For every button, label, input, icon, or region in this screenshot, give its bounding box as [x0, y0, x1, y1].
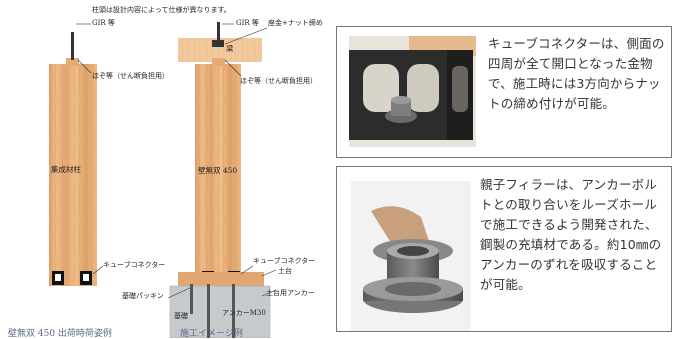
sill-leader: [261, 269, 277, 277]
left-connectors: [52, 271, 92, 285]
cube-connector-card: キューブコネクターは、側面の四周が全て開口となった金物で、施工時には3方向からナ…: [336, 26, 672, 158]
filler-card: 親子フィラーは、アンカーボルトとの取り合いをルーズホールで施工できるよう開発され…: [336, 166, 672, 332]
left-hozo-leader: [77, 59, 92, 74]
anchor-label: アンカーM30: [222, 309, 266, 317]
left-hozo-label: ほぞ等（せん断負担用）: [92, 72, 169, 80]
beam-washer: [212, 40, 224, 47]
fitting-leader: [224, 27, 268, 45]
anchor-bolts: [190, 284, 235, 338]
gasket-label: 基礎パッキン: [122, 292, 164, 300]
right-connector-label: キューブコネクター: [253, 257, 316, 265]
gasket-leader: [167, 287, 191, 299]
right-gir-rod: [217, 22, 220, 40]
left-caption: 壁無双 450 出荷時荷姿例: [8, 329, 112, 339]
fitting-label: 座金+ナット締め: [268, 19, 323, 27]
right-caption: 施工イメージ例: [180, 329, 243, 339]
right-hozo-label: ほぞ等（せん断負担用）: [240, 77, 317, 85]
left-connector-leader: [92, 265, 104, 275]
left-connector-label: キューブコネクター: [103, 261, 166, 269]
filler-photo: [351, 181, 471, 331]
foundation: [170, 286, 270, 338]
left-column-label: 集成材柱: [51, 165, 81, 174]
right-connector-leader: [240, 265, 254, 275]
wall-label: 壁無双 450: [198, 166, 238, 175]
top-note: 柱頭は設計内容によって仕様が異なります。: [92, 6, 231, 14]
left-gir-label: GIR 等: [92, 19, 115, 27]
beam-label: 梁: [226, 44, 234, 53]
left-gir-rod: [71, 32, 74, 60]
right-hozo-leader: [224, 59, 242, 77]
cube-connector-text: キューブコネクターは、側面の四周が全て開口となった金物で、施工時には3方向からナ…: [488, 36, 665, 111]
left-glulam-column: [49, 58, 97, 286]
filler-text: 親子フィラーは、アンカーボルトとの取り合いをルーズホールで施工できるよう開発され…: [480, 177, 662, 292]
wall-panel-column: [195, 58, 241, 272]
foundation-label: 基礎: [174, 312, 188, 320]
sill-anchor-leader: [261, 289, 277, 297]
right-gir-label: GIR 等: [236, 19, 259, 27]
cube-connector-photo: [349, 36, 476, 147]
sill-anchor-label: 土台用アンカー: [266, 289, 315, 297]
sill-label: 土台: [278, 267, 292, 275]
sill: [178, 272, 264, 286]
